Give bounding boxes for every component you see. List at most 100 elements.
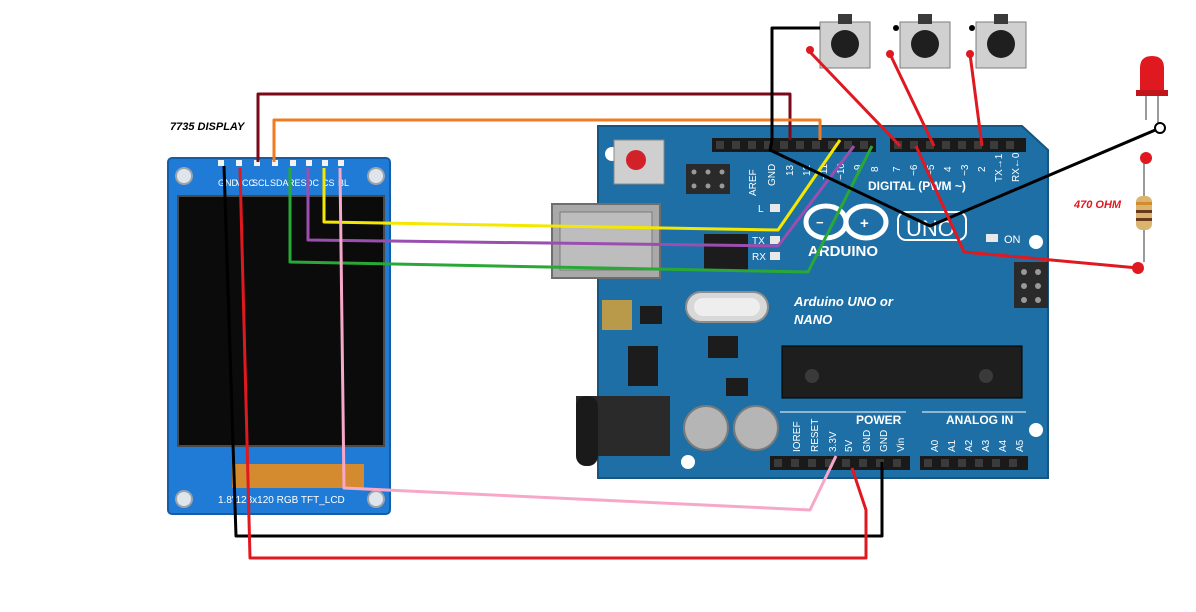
on-label: ON: [1004, 234, 1021, 246]
resistor: [1136, 160, 1152, 262]
pin-label-4: 4: [943, 166, 954, 172]
push-button-1: [819, 14, 871, 69]
resistor-label: 470 OHM: [1073, 199, 1122, 211]
pin-label-6: ~6: [909, 164, 920, 176]
header-hole: [716, 141, 724, 149]
pin-label-gnd2: GND: [879, 430, 890, 452]
on-led: [986, 234, 998, 242]
header-hole: [844, 141, 852, 149]
header-hole: [926, 141, 934, 149]
wire-pink-bl: [338, 167, 838, 512]
uno-logo-box: [897, 211, 967, 241]
power-pin-labels: IOREF RESET 3.3V 5V GND GND Vin: [792, 419, 907, 452]
pin-label-ioref: IOREF: [792, 421, 803, 452]
pin-label-3v3: 3.3V: [828, 431, 839, 452]
capacitor: [733, 405, 779, 451]
led-tx: [770, 236, 780, 244]
pin-label-2: 2: [977, 166, 988, 172]
pin-label-11: ~11: [819, 163, 830, 180]
push-button-2: [899, 14, 951, 69]
atmega-dot: [979, 369, 993, 383]
board-hole: [1029, 235, 1043, 249]
flex-cable: [232, 464, 364, 488]
pin-label-reset: RESET: [810, 419, 821, 452]
analog-pin-labels: A0 A1 A2 A3 A4 A5: [930, 439, 1026, 452]
display-pin-label: DC: [306, 178, 319, 188]
dc-power-jack-barrel: [576, 396, 598, 466]
header-hole: [876, 459, 884, 467]
wire-red-vcc: [238, 167, 868, 560]
display-screen: [177, 195, 385, 447]
pin-label-a2: A2: [964, 439, 975, 452]
wire-green-cs: [288, 145, 874, 274]
wire-black-gnd: [222, 165, 884, 538]
header-hole: [942, 141, 950, 149]
usb-chip: [704, 234, 748, 270]
header-hole: [975, 459, 983, 467]
display-pin-label: SCL: [252, 178, 270, 188]
header-hole: [791, 459, 799, 467]
header-hole: [764, 141, 772, 149]
pin-label-gnd: GND: [767, 164, 778, 186]
header-hole: [958, 459, 966, 467]
op-amp: [708, 336, 738, 358]
mounting-hole: [367, 490, 385, 508]
wire-dark-red-scl: [256, 92, 792, 162]
red-led: [1136, 56, 1168, 128]
display-header: [218, 160, 344, 166]
pin-label-5: ~5: [926, 164, 937, 176]
digital-header-label: DIGITAL (PWM ~): [868, 179, 966, 193]
pin-label-a3: A3: [981, 439, 992, 452]
header-hole: [842, 459, 850, 467]
mounting-hole: [175, 490, 193, 508]
capacitor: [683, 405, 729, 451]
transistor: [640, 306, 662, 324]
header-hole: [812, 141, 820, 149]
wires: [222, 26, 1161, 560]
header-hole: [924, 459, 932, 467]
display-title: 7735 DISPLAY: [170, 121, 246, 133]
usb-connector-inner: [559, 211, 653, 271]
wire-red-btn2: [888, 53, 936, 147]
arduino-board: AREF GND 13 12 ~11 ~10 ~9 8 7 ~6 ~5 4 ~3…: [551, 125, 1049, 479]
svg-text:−: −: [816, 215, 824, 230]
mounting-hole: [175, 167, 193, 185]
pin-label-a0: A0: [930, 439, 941, 452]
header-hole: [893, 459, 901, 467]
mounting-hole: [367, 167, 385, 185]
wire-purple-res: [306, 145, 856, 248]
wire-dots: [806, 25, 1166, 274]
header-hole: [974, 141, 982, 149]
led-l: [770, 204, 780, 212]
wire-yellow-dc: [322, 139, 842, 232]
header-hole: [774, 459, 782, 467]
push-button-3: [975, 14, 1027, 69]
tft-display-module: GND VCC SCL SDA RES DC CS BL 1.8"128x120…: [167, 157, 391, 515]
header-hole: [1009, 459, 1017, 467]
header-hole: [910, 141, 918, 149]
pin-label-5v: 5V: [844, 439, 855, 452]
small-chip: [726, 378, 748, 396]
wire-red-btn1: [808, 50, 902, 148]
display-bottom-label: 1.8"128x120 RGB TFT_LCD: [218, 495, 345, 506]
crystal-inner: [694, 298, 760, 316]
header-hole: [1006, 141, 1014, 149]
pin-label-a4: A4: [998, 439, 1009, 452]
header-hole: [808, 459, 816, 467]
display-pin-label: CS: [322, 178, 335, 188]
pin-label-gnd1: GND: [862, 430, 873, 452]
arduino-logo-text: ARDUINO: [808, 243, 878, 260]
wire-black-led: [768, 126, 1161, 228]
pin-label-vin: Vin: [896, 438, 907, 452]
header-hole: [958, 141, 966, 149]
pin-label-rx0: RX←0: [1011, 152, 1022, 182]
icsp2-header: [1014, 262, 1048, 308]
power-header-label: POWER: [856, 413, 902, 427]
board-name-line1: Arduino UNO or: [793, 294, 894, 309]
svg-text:+: +: [860, 215, 869, 232]
power-header: [770, 456, 910, 470]
wire-red-btn3: [968, 53, 984, 147]
display-pin-label: SDA: [270, 178, 289, 188]
analog-header-label: ANALOG IN: [946, 413, 1013, 427]
